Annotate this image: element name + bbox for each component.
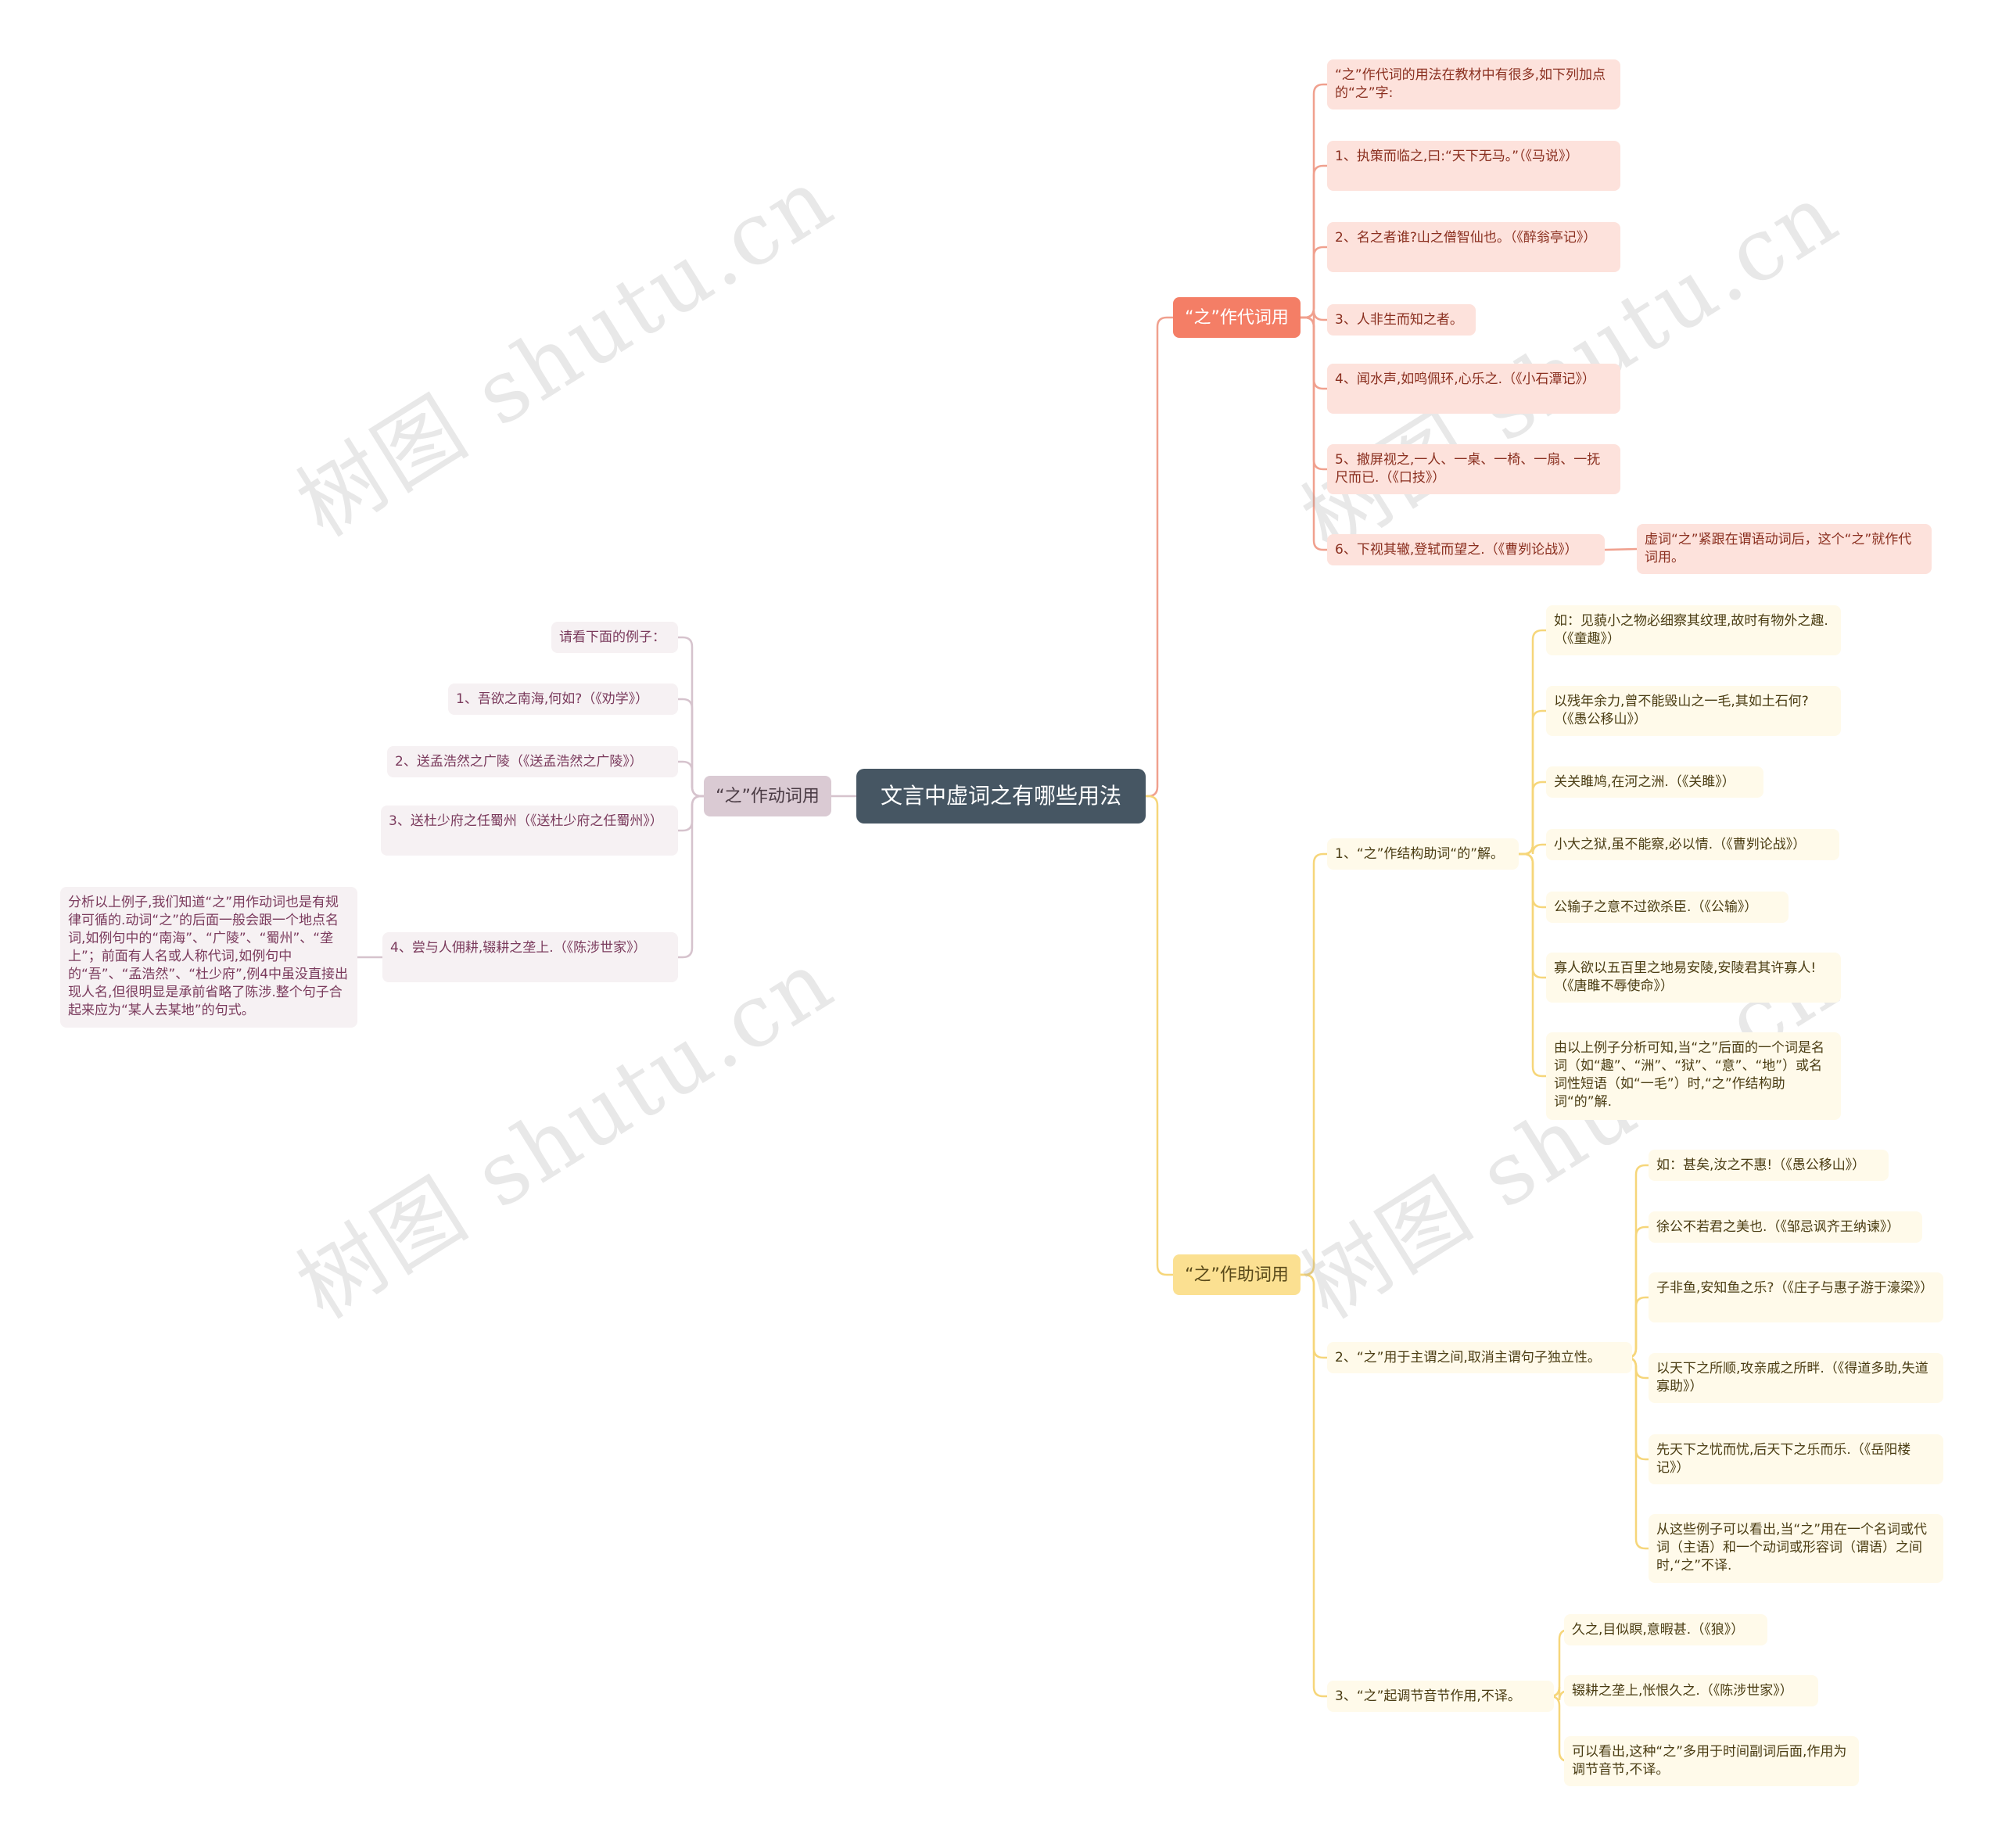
aux-sub2-item[interactable]: 以天下之所顺,攻亲戚之所畔.（《得道多助,失道寡助》） (1649, 1353, 1943, 1403)
branch-aux[interactable]: “之”作助词用 (1173, 1254, 1301, 1295)
pronoun-note[interactable]: 虚词“之”紧跟在谓语动词后，这个“之”就作代词用。 (1637, 524, 1932, 574)
verb-note[interactable]: 分析以上例子,我们知道“之”用作动词也是有规律可循的.动词“之”的后面一般会跟一… (60, 887, 357, 1028)
pronoun-item[interactable]: 4、闻水声,如鸣佩环,心乐之.（《小石潭记》） (1327, 364, 1620, 414)
root-topic[interactable]: 文言中虚词之有哪些用法 (856, 769, 1146, 824)
aux-sub1-item[interactable]: 由以上例子分析可知,当“之”后面的一个词是名词（如“趣”、“洲”、“狱”、“意”… (1546, 1032, 1841, 1120)
connector (678, 795, 704, 832)
connector (1626, 1356, 1649, 1550)
connector (678, 636, 704, 798)
aux-sub1-item[interactable]: 如：见藐小之物必细察其纹理,故时有物外之趣.（《童趣》） (1546, 605, 1841, 655)
aux-sub2-item[interactable]: 徐公不若君之美也.（《邹忌讽齐王纳谏》） (1649, 1211, 1922, 1243)
aux-sub1-item[interactable]: 以残年余力,曾不能毁山之一毛,其如土石何?（《愚公移山》） (1546, 686, 1841, 736)
aux-sub2-item[interactable]: 如：甚矣,汝之不惠!（《愚公移山》） (1649, 1150, 1889, 1181)
pronoun-item[interactable]: 2、名之者谁?山之僧智仙也。（《醉翁亭记》） (1327, 222, 1620, 272)
aux-sub1-item[interactable]: 寡人欲以五百里之地易安陵,安陵君其许寡人!（《唐雎不辱使命》） (1546, 953, 1841, 1003)
verb-item[interactable]: 1、吾欲之南海,何如?（《劝学》） (448, 684, 678, 715)
connector (1626, 1225, 1649, 1359)
connector (1519, 780, 1546, 856)
verb-item[interactable]: 4、尝与人佣耕,辍耕之垄上.（《陈涉世家》） (382, 932, 678, 982)
aux-sub2-item[interactable]: 子非鱼,安知鱼之乐?（《庄子与惠子游于濠梁》） (1649, 1272, 1943, 1322)
verb-item[interactable]: 3、送杜少府之任蜀州（《送杜少府之任蜀州》） (381, 806, 678, 856)
pronoun-item[interactable]: 6、下视其辙,登轼而望之.（《曹刿论战》） (1327, 534, 1605, 565)
verb-item[interactable]: 2、送孟浩然之广陵（《送孟浩然之广陵》） (387, 746, 678, 777)
pronoun-item[interactable]: 1、执策而临之,曰:“天下无马。”（《马说》） (1327, 141, 1620, 191)
connector (1301, 246, 1327, 319)
connector (678, 760, 704, 798)
aux-sub3-item[interactable]: 辍耕之垄上,怅恨久之.（《陈涉世家》） (1564, 1675, 1818, 1706)
connector (1301, 316, 1327, 551)
aux-sub1-item[interactable]: 公输子之意不过欲杀臣.（《公输》） (1546, 892, 1789, 923)
branch-verb[interactable]: “之”作动词用 (704, 776, 831, 816)
aux-sub1-item[interactable]: 小大之狱,虽不能察,必以情.（《曹刿论战》） (1546, 829, 1839, 860)
pronoun-item[interactable]: 3、人非生而知之者。 (1327, 304, 1476, 336)
branch-pronoun[interactable]: “之”作代词用 (1173, 297, 1301, 338)
aux-sub3-item[interactable]: 久之,目似瞑,意暇甚.（《狼》） (1564, 1614, 1767, 1645)
connector (1301, 1273, 1327, 1698)
connector (1626, 1164, 1649, 1359)
aux-sub1-item[interactable]: 关关雎鸠,在河之洲.（《关雎》） (1546, 766, 1763, 798)
connector (1519, 852, 1546, 1078)
connector (1519, 843, 1546, 856)
connector (1146, 316, 1173, 798)
aux-sub2[interactable]: 2、“之”用于主谓之间,取消主谓句子独立性。 (1327, 1342, 1632, 1373)
aux-sub3-item[interactable]: 可以看出,这种“之”多用于时间副词后面,作用为调节音节,不译。 (1564, 1736, 1859, 1786)
aux-sub2-item[interactable]: 先天下之忧而忧,后天下之乐而乐.（《岳阳楼记》） (1649, 1434, 1943, 1484)
aux-sub2-item[interactable]: 从这些例子可以看出,当“之”用在一个名词或代词（主语）和一个动词或形容词（谓语）… (1649, 1514, 1943, 1583)
pronoun-item[interactable]: “之”作代词的用法在教材中有很多,如下列加点的“之”字: (1327, 59, 1620, 109)
aux-sub3[interactable]: 3、“之”起调节音节作用,不译。 (1327, 1681, 1554, 1712)
pronoun-item[interactable]: 5、撤屏视之,一人、一桌、一椅、一扇、一抚尺而已.（《口技》） (1327, 444, 1620, 494)
connector (1604, 547, 1638, 551)
connector (678, 698, 704, 798)
connector (678, 795, 704, 959)
aux-sub1[interactable]: 1、“之”作结构助词“的”解。 (1327, 838, 1519, 870)
connector (1146, 795, 1173, 1276)
verb-item[interactable]: 请看下面的例子： (551, 622, 678, 653)
